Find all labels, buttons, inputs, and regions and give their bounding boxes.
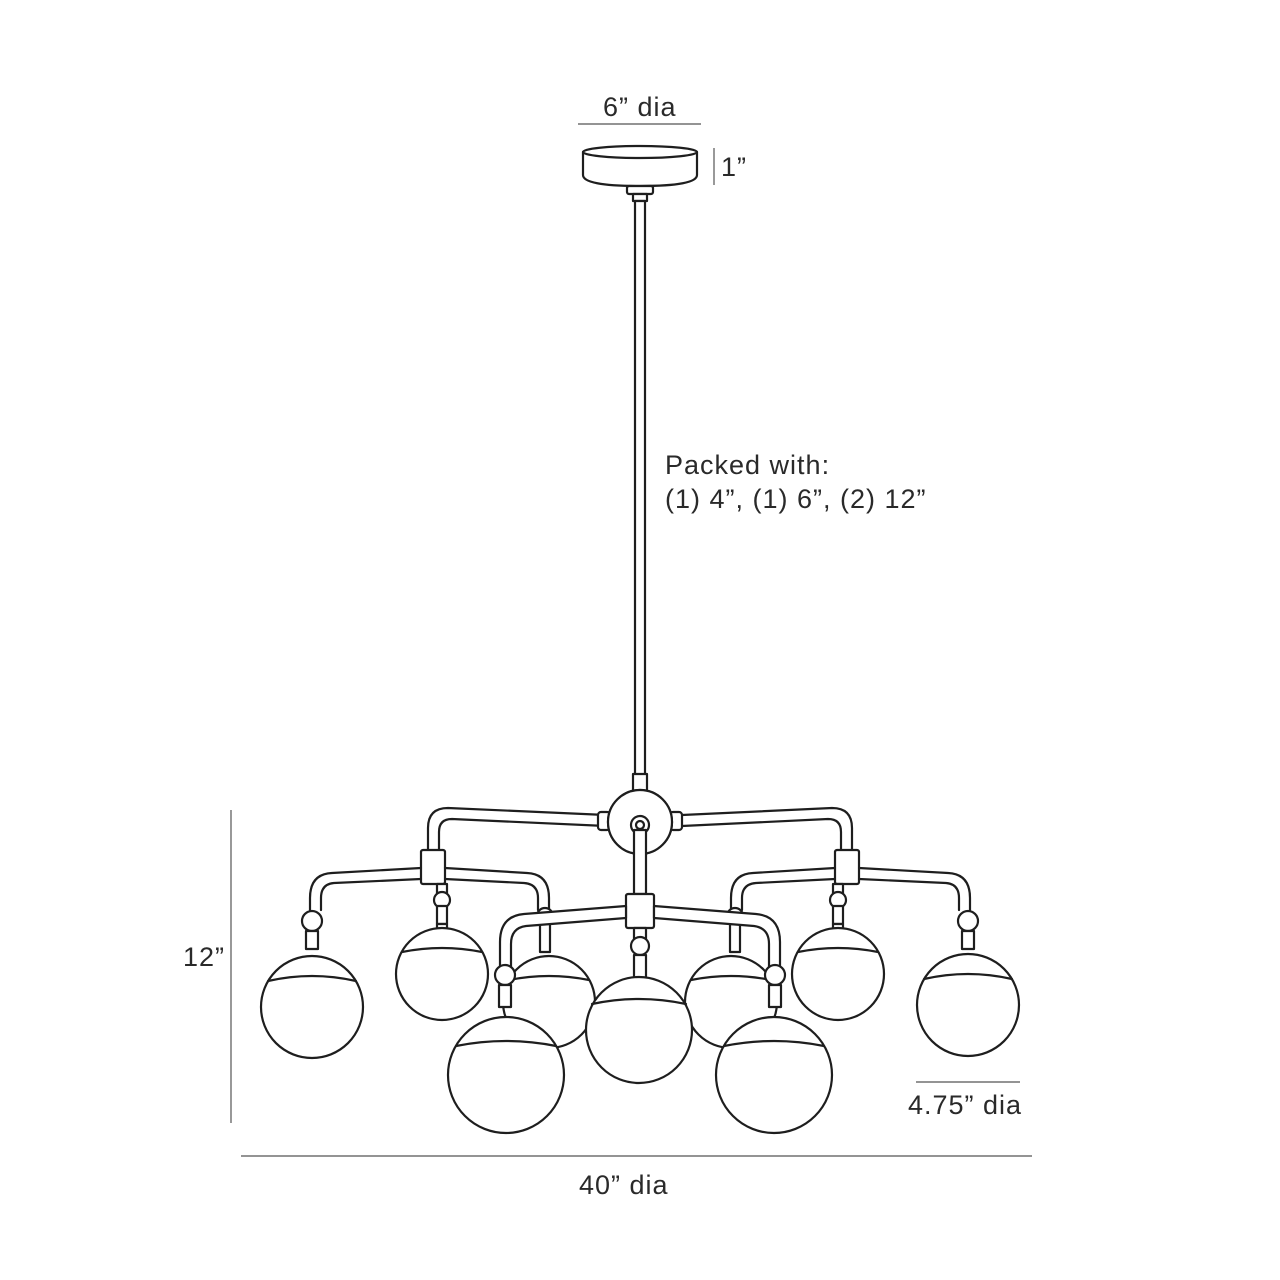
overall-height-label: 12”: [183, 942, 226, 972]
packed-with-rods: (1) 4”, (1) 6”, (2) 12”: [665, 484, 927, 514]
canopy: [581, 144, 699, 203]
canopy-diameter-label: 6” dia: [603, 92, 677, 122]
canopy-height-label: 1”: [721, 152, 748, 182]
back-globes: [259, 906, 1021, 1060]
back-arms: [308, 806, 972, 926]
globe-diameter-label: 4.75” dia: [908, 1090, 1023, 1120]
front-globes: [446, 963, 834, 1135]
packed-with-heading: Packed with:: [665, 450, 831, 480]
center-body: [596, 788, 684, 896]
packed-with-note: Packed with: (1) 4”, (1) 6”, (2) 12”: [665, 448, 927, 516]
overall-diameter-label: 40” dia: [579, 1170, 669, 1200]
downrod: [631, 199, 649, 794]
